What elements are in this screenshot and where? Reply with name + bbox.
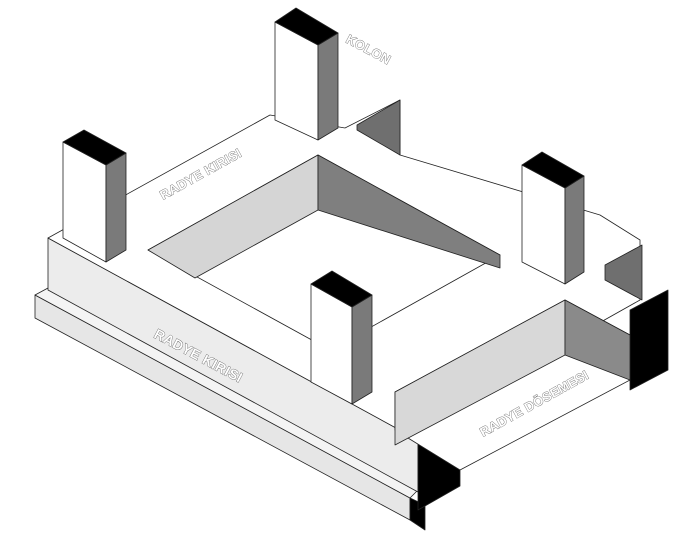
inner-opening-right (394, 299, 631, 471)
inner-opening-left (147, 154, 501, 351)
beam-back-end-face (356, 99, 401, 156)
column-right-top (521, 151, 585, 189)
opening-right-side-wall (564, 299, 631, 381)
column-left-top (62, 129, 127, 166)
column-back-top (274, 7, 339, 46)
column-left-right-face (105, 152, 127, 263)
column-back (274, 7, 339, 141)
column-center-top (310, 270, 373, 308)
beam-right-end-face (604, 244, 643, 301)
beam-corner-cut (629, 289, 669, 391)
raft-slab (34, 287, 426, 531)
opening-left-right-wall (317, 154, 501, 269)
column-left (62, 129, 127, 263)
column-center-right-face (351, 294, 373, 405)
label-kolon: KOLON (344, 31, 394, 67)
column-center (310, 270, 373, 405)
column-back-right-face (317, 32, 339, 141)
column-right (521, 151, 585, 285)
column-right-right-face (564, 175, 585, 285)
